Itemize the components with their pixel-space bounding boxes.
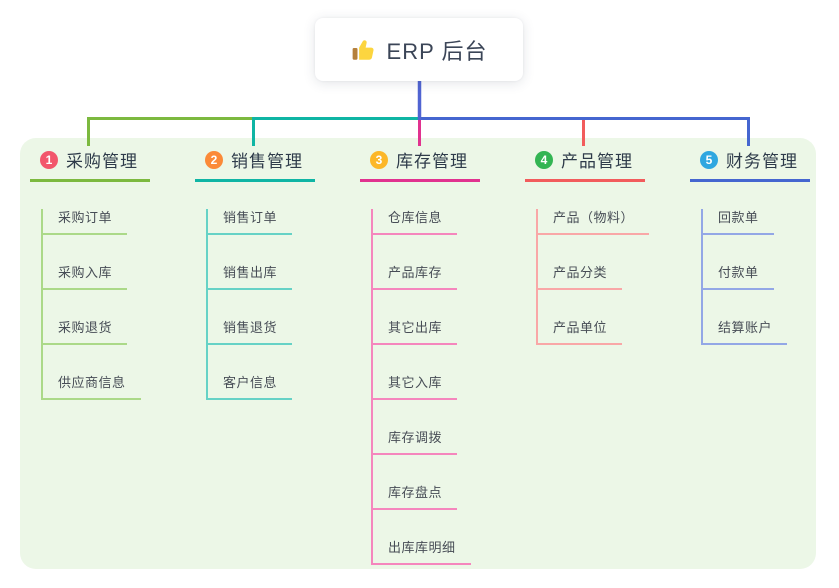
child-item[interactable]: 销售订单 (208, 209, 293, 235)
child-item[interactable]: 库存调拨 (373, 429, 458, 455)
branch-column-purchase: 1 采购管理 采购订单 采购入库 采购退货 供应商信息 (30, 143, 190, 400)
child-item[interactable]: 供应商信息 (43, 374, 141, 400)
branch-column-finance: 5 财务管理 回款单 付款单 结算账户 (690, 143, 839, 345)
child-item[interactable]: 客户信息 (208, 374, 293, 400)
branch-header-finance[interactable]: 5 财务管理 (690, 143, 810, 182)
branch-label: 销售管理 (231, 152, 303, 171)
branch-badge: 5 (700, 150, 718, 169)
branches-panel: 1 采购管理 采购订单 采购入库 采购退货 供应商信息 2 销售管理 销售订单 … (20, 138, 816, 569)
thumbs-up-icon (352, 39, 374, 60)
child-list: 采购订单 采购入库 采购退货 供应商信息 (41, 209, 190, 400)
branch-label: 财务管理 (726, 152, 798, 171)
child-item[interactable]: 回款单 (703, 209, 774, 235)
child-item[interactable]: 其它出库 (373, 319, 458, 345)
branch-label: 采购管理 (66, 152, 138, 171)
branch-badge: 2 (205, 150, 223, 169)
child-item[interactable]: 销售退货 (208, 319, 293, 345)
branch-badge: 4 (535, 150, 553, 169)
child-item[interactable]: 采购订单 (43, 209, 128, 235)
branch-header-product[interactable]: 4 产品管理 (525, 143, 645, 182)
child-list: 销售订单 销售出库 销售退货 客户信息 (206, 209, 355, 400)
branch-label: 产品管理 (561, 152, 633, 171)
child-item[interactable]: 仓库信息 (373, 209, 458, 235)
branch-badge: 3 (370, 150, 388, 169)
child-item[interactable]: 产品分类 (538, 264, 623, 290)
branch-column-inventory: 3 库存管理 仓库信息 产品库存 其它出库 其它入库 库存调拨 库存盘点 出库库… (360, 143, 520, 565)
child-item[interactable]: 出库库明细 (373, 539, 471, 565)
child-item[interactable]: 其它入库 (373, 374, 458, 400)
branch-header-purchase[interactable]: 1 采购管理 (30, 143, 150, 182)
child-item[interactable]: 采购退货 (43, 319, 128, 345)
child-item[interactable]: 产品（物料） (538, 209, 650, 235)
branch-column-product: 4 产品管理 产品（物料） 产品分类 产品单位 (525, 143, 685, 345)
branch-header-sales[interactable]: 2 销售管理 (195, 143, 315, 182)
child-item[interactable]: 付款单 (703, 264, 774, 290)
child-item[interactable]: 销售出库 (208, 264, 293, 290)
child-list: 回款单 付款单 结算账户 (701, 209, 839, 345)
child-item[interactable]: 产品库存 (373, 264, 458, 290)
child-item[interactable]: 库存盘点 (373, 484, 458, 510)
child-list: 仓库信息 产品库存 其它出库 其它入库 库存调拨 库存盘点 出库库明细 (371, 209, 520, 565)
child-list: 产品（物料） 产品分类 产品单位 (536, 209, 685, 345)
branch-column-sales: 2 销售管理 销售订单 销售出库 销售退货 客户信息 (195, 143, 355, 400)
child-item[interactable]: 结算账户 (703, 319, 788, 345)
branch-header-inventory[interactable]: 3 库存管理 (360, 143, 480, 182)
branch-label: 库存管理 (396, 152, 468, 171)
child-item[interactable]: 产品单位 (538, 319, 623, 345)
root-label: ERP 后台 (386, 38, 488, 64)
root-node-erp[interactable]: ERP 后台 (315, 18, 523, 81)
child-item[interactable]: 采购入库 (43, 264, 128, 290)
branch-badge: 1 (40, 150, 58, 169)
